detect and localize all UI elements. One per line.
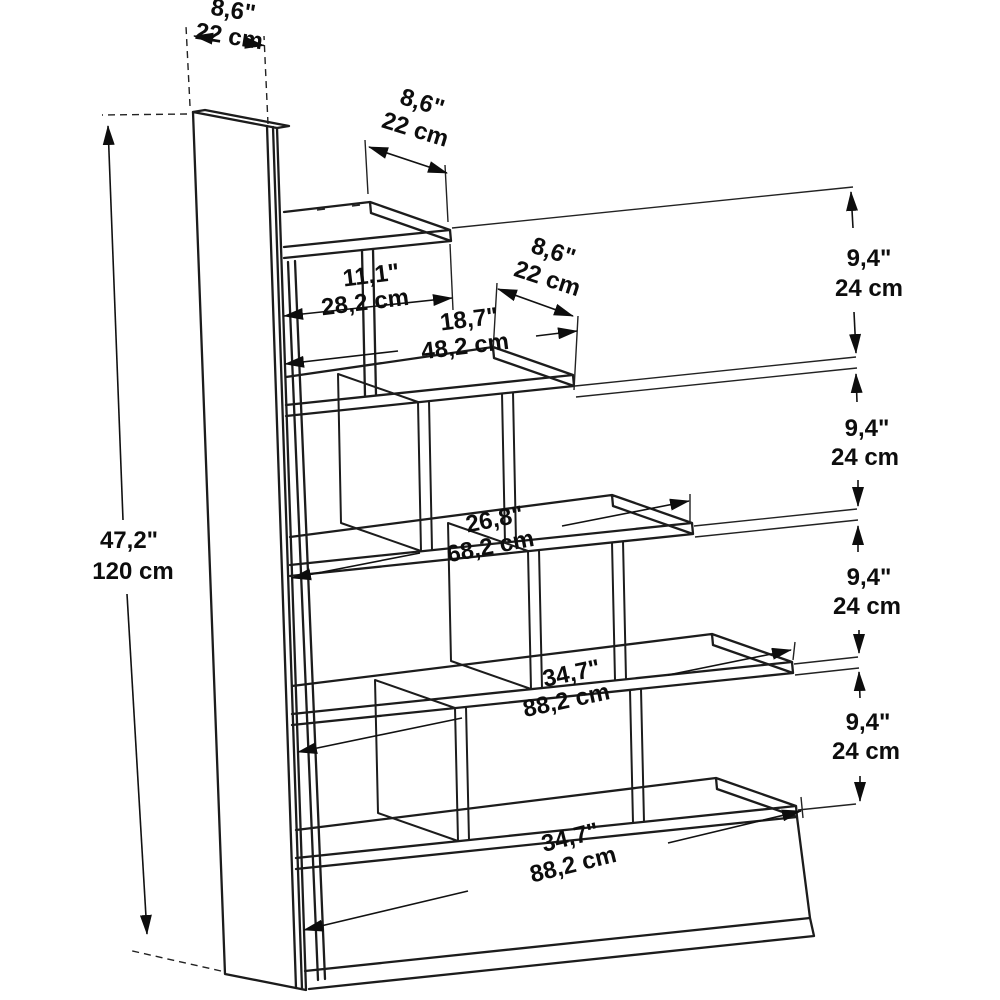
dimension-labels: 8,6" 22 cm 8,6" 22 cm 11,1" 28,2 cm 18,7… xyxy=(92,0,903,888)
label-gap3-in: 9,4" xyxy=(847,564,892,591)
dividers xyxy=(337,373,645,842)
label-height-total-in: 47,2" xyxy=(100,527,158,554)
label-gap2-in: 9,4" xyxy=(845,415,890,442)
left-upright xyxy=(286,259,327,982)
top-shelf-board xyxy=(282,200,453,260)
label-gap4-in: 9,4" xyxy=(846,709,891,736)
shelf-3 xyxy=(288,493,695,578)
extension-lines xyxy=(101,25,860,972)
base-board xyxy=(303,815,816,991)
label-gap1-in: 9,4" xyxy=(847,245,892,272)
shelf-4 xyxy=(290,632,795,727)
label-height-total-cm: 120 cm xyxy=(92,558,173,585)
label-gap1-cm: 24 cm xyxy=(835,275,903,302)
label-gap3-cm: 24 cm xyxy=(833,593,901,620)
side-panel xyxy=(191,108,308,992)
top-cubby-wall xyxy=(360,247,378,398)
label-gap4-cm: 24 cm xyxy=(832,738,900,765)
label-topshelf-width-cm: 28,2 cm xyxy=(320,284,411,322)
label-panel-depth-cm: 22 cm xyxy=(193,18,264,55)
label-gap2-cm: 24 cm xyxy=(831,444,899,471)
dimension-lines xyxy=(102,32,866,935)
